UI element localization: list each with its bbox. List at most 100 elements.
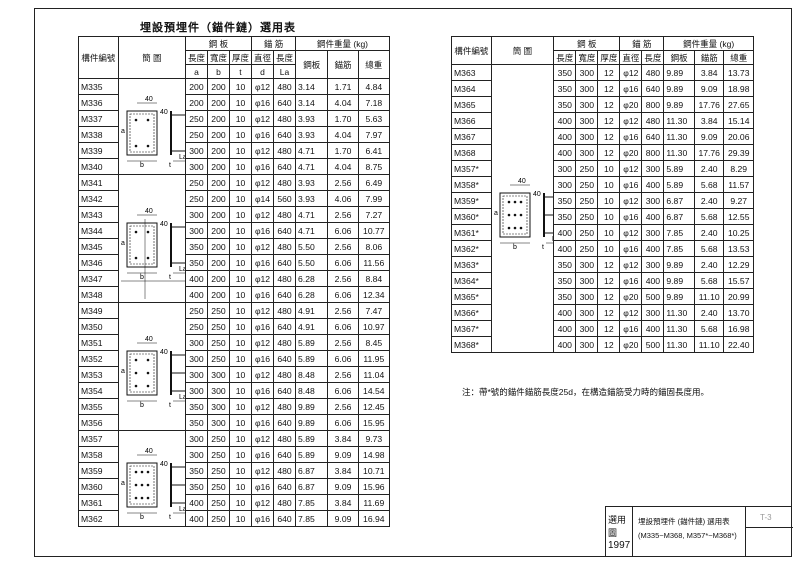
plate-thickness: 10 bbox=[597, 240, 621, 257]
header-w-bar: 錨筋 bbox=[327, 50, 359, 79]
plate-thickness: 12 bbox=[597, 80, 621, 97]
weight-total: 7.18 bbox=[357, 94, 391, 111]
weight-total: 8.29 bbox=[723, 160, 754, 177]
plate-width: 200 bbox=[206, 110, 230, 127]
weight-bar: 3.84 bbox=[327, 430, 359, 447]
plate-thickness: 10 bbox=[228, 190, 253, 207]
plate-width: 250 bbox=[575, 160, 599, 177]
plate-thickness: 12 bbox=[597, 96, 621, 113]
part-code: M355 bbox=[78, 398, 119, 415]
part-code: M343 bbox=[78, 206, 119, 223]
plate-length: 300 bbox=[184, 382, 208, 399]
bar-diameter: φ16 bbox=[619, 176, 643, 193]
part-code: M354 bbox=[78, 382, 119, 399]
anchor-dot bbox=[146, 358, 150, 362]
bar-length: 480 bbox=[273, 302, 297, 319]
plate-inner bbox=[129, 113, 155, 153]
anchor-dot bbox=[513, 213, 516, 217]
weight-bar: 2.40 bbox=[693, 160, 725, 177]
weight-total: 29.39 bbox=[723, 144, 754, 161]
weight-plate: 3.14 bbox=[295, 78, 329, 95]
plate-width: 250 bbox=[206, 318, 230, 335]
weight-bar: 6.06 bbox=[327, 382, 359, 399]
part-code: M368 bbox=[451, 144, 492, 161]
bar-length: 640 bbox=[273, 222, 297, 239]
weight-bar: 6.06 bbox=[327, 414, 359, 431]
weight-bar: 2.56 bbox=[327, 398, 359, 415]
weight-total: 5.63 bbox=[357, 110, 391, 127]
plate-width: 250 bbox=[575, 176, 599, 193]
header-col-b: 寬度 bbox=[575, 50, 599, 65]
plate-inner bbox=[129, 465, 155, 505]
plate-thickness: 12 bbox=[597, 272, 621, 289]
weight-bar: 4.04 bbox=[327, 126, 359, 143]
anchor-dot bbox=[519, 226, 522, 230]
bar-diameter: φ12 bbox=[619, 112, 643, 129]
bar-length: 640 bbox=[273, 510, 297, 527]
plate-thickness: 10 bbox=[228, 350, 253, 367]
weight-total: 12.45 bbox=[357, 398, 391, 415]
anchor-dot bbox=[513, 226, 516, 230]
anchor-dot bbox=[134, 384, 138, 388]
bar-length: 480 bbox=[641, 64, 665, 81]
dim-t-label: t bbox=[169, 402, 171, 409]
plate-width: 300 bbox=[575, 64, 599, 81]
bar-diameter: φ16 bbox=[250, 158, 275, 175]
weight-total: 11.95 bbox=[357, 350, 391, 367]
anchor-dot bbox=[134, 496, 138, 500]
bar-length: 400 bbox=[641, 208, 665, 225]
weight-plate: 7.85 bbox=[663, 240, 695, 257]
weight-plate: 9.89 bbox=[663, 272, 695, 289]
plate-width: 250 bbox=[206, 462, 230, 479]
weight-total: 12.55 bbox=[723, 208, 754, 225]
plate-length: 350 bbox=[553, 288, 577, 305]
plate-length: 350 bbox=[184, 254, 208, 271]
weight-bar: 1.70 bbox=[327, 110, 359, 127]
bar-length: 560 bbox=[273, 190, 297, 207]
bar-diameter: φ16 bbox=[619, 240, 643, 257]
dim-40-label: 40 bbox=[518, 178, 526, 185]
anchor-dot bbox=[140, 470, 144, 474]
anchor-dot bbox=[134, 371, 138, 375]
weight-plate: 3.93 bbox=[295, 174, 329, 191]
anchor-dot bbox=[134, 470, 138, 474]
weight-total: 13.73 bbox=[723, 64, 754, 81]
part-code: M362* bbox=[451, 240, 492, 257]
plate-width: 250 bbox=[575, 208, 599, 225]
bar-diameter: φ12 bbox=[619, 192, 643, 209]
plate-length: 300 bbox=[184, 158, 208, 175]
bar-diameter: φ16 bbox=[250, 446, 275, 463]
dim-a-label: a bbox=[494, 210, 498, 217]
header-plate: 鋼 板 bbox=[184, 36, 253, 51]
plate-length: 400 bbox=[553, 128, 577, 145]
weight-plate: 9.89 bbox=[663, 288, 695, 305]
plate-thickness: 12 bbox=[597, 256, 621, 273]
weight-plate: 4.71 bbox=[295, 206, 329, 223]
weight-bar: 9.09 bbox=[327, 446, 359, 463]
left-spec-table: 構件編號 簡 圖 鋼 板 錨 筋 鋼件重量 (kg) 長度 寬度 厚度 直徑 長… bbox=[78, 36, 391, 527]
plate-thickness: 10 bbox=[228, 286, 253, 303]
part-code: M338 bbox=[78, 126, 119, 143]
bar-diameter: φ12 bbox=[250, 142, 275, 159]
weight-plate: 11.30 bbox=[663, 304, 695, 321]
header-bar: 錨 筋 bbox=[619, 36, 665, 51]
plate-thickness: 10 bbox=[228, 302, 253, 319]
header-col-t: 厚度 bbox=[597, 50, 621, 65]
plate-thickness: 10 bbox=[228, 446, 253, 463]
part-code: M363 bbox=[451, 64, 492, 81]
